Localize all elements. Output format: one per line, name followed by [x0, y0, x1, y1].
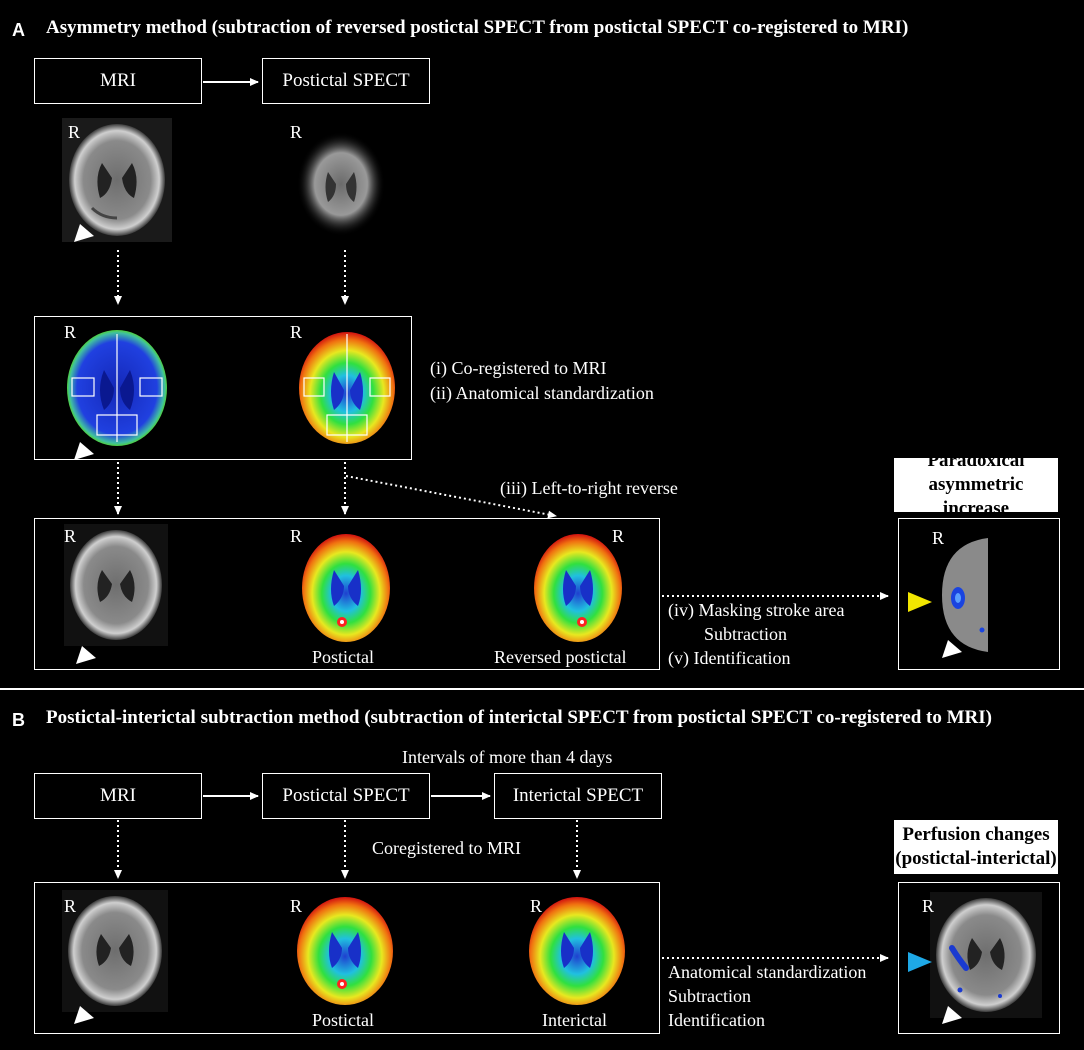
- a-spect-r-label: R: [290, 122, 303, 142]
- b-result-title-line1: Perfusion changes: [902, 824, 1050, 845]
- a-caption-reversed: Reversed postictal: [494, 647, 627, 667]
- panel-a-letter: A: [12, 20, 25, 40]
- b-step-anatomical: Anatomical standardization: [668, 962, 867, 982]
- b-cyan-arrowhead: [908, 952, 932, 972]
- panel-b-title: Postictal-interictal subtraction method …: [46, 707, 993, 728]
- a-result-title-line1: Paradoxical: [927, 450, 1025, 471]
- a-step-ii: (ii) Anatomical standardization: [430, 383, 654, 403]
- a-result-title-box: Paradoxical asymmetric increase: [894, 450, 1058, 519]
- a-comparison-box: [34, 518, 660, 670]
- a-result-box: [898, 518, 1060, 670]
- a-postictal-color-image: [294, 530, 398, 646]
- a-bottom-mri-image: [64, 524, 168, 646]
- a-std-spect-r-label: R: [290, 322, 303, 342]
- b-caption-postictal: Postictal: [312, 1010, 374, 1030]
- a-mri-image: [62, 118, 172, 242]
- b-result-r-label: R: [922, 896, 935, 916]
- b-interictal-spect-box: Interictal SPECT: [494, 773, 662, 819]
- a-step-iii: (iii) Left-to-right reverse: [500, 478, 678, 498]
- a-mri-box-label: MRI: [100, 70, 136, 91]
- b-comparison-box: [34, 882, 660, 1034]
- b-interval-text: Intervals of more than 4 days: [402, 747, 613, 767]
- a-mri-r-label: R: [68, 122, 81, 142]
- b-mri-box-label: MRI: [100, 785, 136, 806]
- b-postictal-spect-box: Postictal SPECT: [262, 773, 430, 819]
- panel-a-title: Asymmetry method (subtraction of reverse…: [46, 17, 909, 38]
- panel-divider: [0, 688, 1084, 690]
- a-bottom-mri-r-label: R: [64, 526, 77, 546]
- a-standardization-box: [34, 316, 412, 460]
- a-step-i: (i) Co-registered to MRI: [430, 358, 607, 378]
- a-bottom-mri-white-arrowhead: [76, 646, 96, 664]
- a-yellow-arrowhead: [908, 592, 932, 612]
- b-mri-r-label: R: [64, 896, 77, 916]
- b-result-box: [898, 882, 1060, 1034]
- a-step-v: (v) Identification: [668, 648, 791, 668]
- a-std-mri-image: [62, 320, 172, 450]
- b-result-title-box: Perfusion changes (postictal-interictal): [894, 820, 1058, 874]
- b-result-title-line2: (postictal-interictal): [895, 848, 1057, 869]
- a-step-iv: (iv) Masking stroke area: [668, 600, 845, 620]
- a-postictal-r-label: R: [290, 526, 303, 546]
- a-result-image: [938, 534, 994, 656]
- a-std-spect-image: [292, 320, 402, 450]
- a-result-r-label: R: [932, 528, 945, 548]
- a-caption-postictal: Postictal: [312, 647, 374, 667]
- b-postictal-image: [290, 894, 400, 1008]
- a-mri-white-arrowhead: [74, 224, 94, 242]
- b-step-identification: Identification: [668, 1010, 765, 1030]
- panel-b-letter: B: [12, 710, 25, 730]
- a-reversed-r-label: R: [612, 526, 625, 546]
- a-result-title-line2: asymmetric increase: [928, 474, 1024, 519]
- b-interictal-image: [522, 894, 632, 1008]
- b-result-white-arrowhead: [942, 1006, 962, 1024]
- b-result-image: [930, 892, 1042, 1018]
- b-interictal-r-label: R: [530, 896, 543, 916]
- b-caption-interictal: Interictal: [542, 1010, 607, 1030]
- a-std-mri-r-label: R: [64, 322, 77, 342]
- a-step-subtraction: Subtraction: [704, 624, 787, 644]
- a-std-mri-white-arrowhead: [74, 442, 94, 460]
- b-mri-box: MRI: [34, 773, 202, 819]
- b-postictal-spect-box-label: Postictal SPECT: [282, 785, 410, 806]
- b-postictal-r-label: R: [290, 896, 303, 916]
- b-mri-image: [62, 890, 168, 1012]
- b-mri-white-arrowhead: [74, 1006, 94, 1024]
- b-coreg-text: Coregistered to MRI: [372, 838, 521, 858]
- b-step-subtraction: Subtraction: [668, 986, 751, 1006]
- a-dotted-arrow-reverse: [345, 475, 557, 519]
- a-postictal-spect-box-label: Postictal SPECT: [282, 70, 410, 91]
- a-postictal-spect-gray-image: [286, 122, 396, 242]
- a-result-white-arrowhead: [942, 640, 962, 658]
- b-interictal-spect-box-label: Interictal SPECT: [512, 785, 644, 806]
- a-mri-box: MRI: [34, 58, 202, 104]
- a-reversed-postictal-image: [526, 530, 630, 646]
- a-postictal-spect-box: Postictal SPECT: [262, 58, 430, 104]
